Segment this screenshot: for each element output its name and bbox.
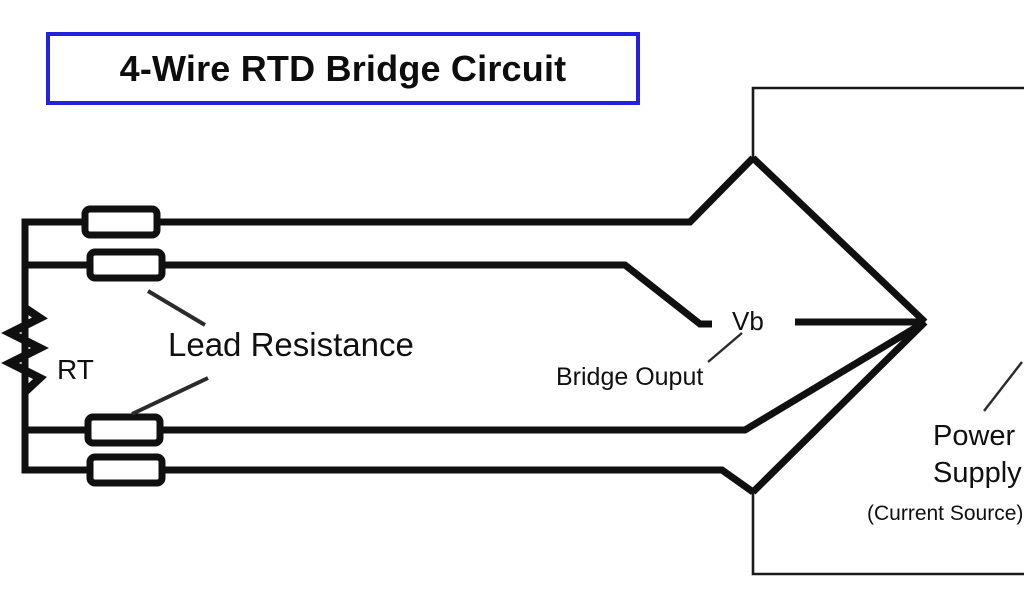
lead-resistor-2 [86, 248, 166, 282]
leader-line-lead-resistance-lower [131, 376, 209, 416]
leader-line-bridge-output [707, 332, 743, 363]
rtd-element-rt [1, 304, 49, 395]
rtd-label: RT [57, 354, 94, 385]
rtd-zigzag-icon [1, 304, 49, 395]
lead-resistor-4 [86, 453, 166, 487]
bridge-right-arms [750, 155, 928, 495]
leader-lines [131, 289, 1023, 416]
lead-wire-1-to-top-apex [157, 155, 756, 226]
bus-to-resistor-stubs [25, 218, 90, 474]
power-supply-loop [751, 86, 1024, 576]
lead-wire-3-to-right-vertex [160, 318, 927, 434]
page-title: 4-Wire RTD Bridge Circuit [119, 47, 567, 89]
lead-wire-4-to-bottom-apex [162, 466, 756, 495]
leader-line-lead-resistance-upper [146, 289, 207, 327]
power-supply-label-line1: Power [933, 420, 1016, 452]
lead-resistor-boxes [81, 205, 166, 487]
power-supply-label-line2: Supply [933, 457, 1022, 489]
lead-wires [157, 155, 927, 495]
leader-line-power-supply [983, 361, 1023, 412]
bridge-arm-bottom-right [750, 319, 928, 495]
lead-wire-2-to-vb-terminal [162, 261, 712, 328]
lead-resistor-1 [81, 205, 161, 239]
lead-resistor-3 [84, 413, 164, 447]
supply-wire-top [751, 86, 1024, 158]
supply-wire-bottom [751, 492, 1024, 576]
current-source-label: (Current Source) [867, 502, 1024, 525]
diagram-title-box: 4-Wire RTD Bridge Circuit [46, 32, 640, 105]
lead-resistance-label: Lead Resistance [168, 326, 414, 363]
bridge-arm-top-right [750, 155, 928, 325]
bridge-voltage-label: Vb [732, 306, 764, 336]
bridge-output-label: Bridge Ouput [556, 363, 704, 391]
